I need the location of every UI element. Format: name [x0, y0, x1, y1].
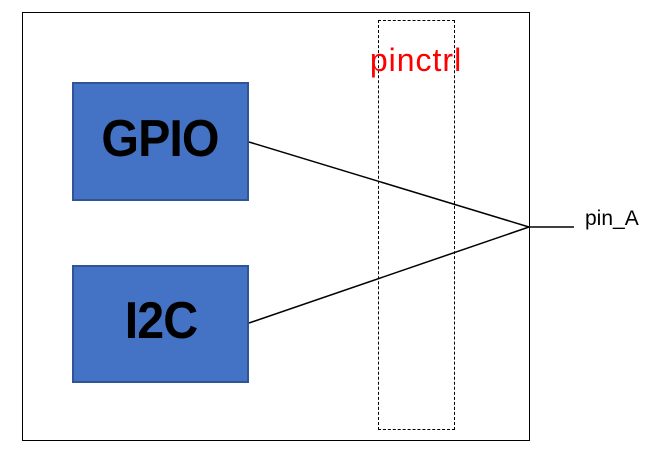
gpio-block-label: GPIO: [101, 109, 220, 168]
pin-a-label: pin_A: [585, 207, 639, 230]
i2c-block-label: I2C: [124, 292, 197, 350]
pinctrl-label: pinctrl: [369, 42, 463, 78]
gpio-block: GPIO: [72, 82, 249, 201]
i2c-block: I2C: [72, 265, 249, 383]
pinctrl-region-box: [378, 20, 455, 430]
